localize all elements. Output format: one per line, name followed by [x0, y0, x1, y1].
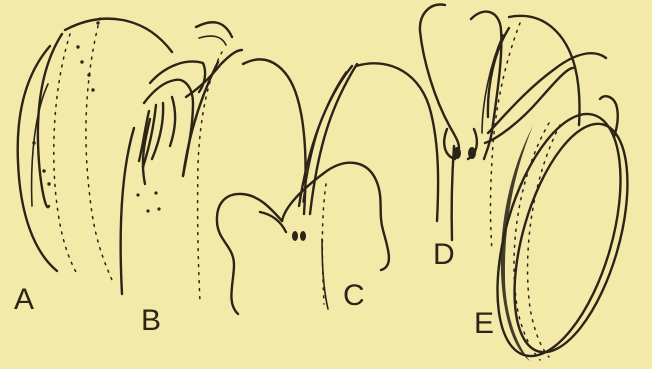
label-b: B [141, 306, 161, 336]
panel-b-drawing [121, 22, 306, 302]
label-c: C [343, 281, 365, 311]
panel-c-drawing [217, 63, 438, 314]
panel-e-drawing [474, 96, 650, 369]
label-d: D [433, 240, 455, 270]
panel-d-drawing [420, 5, 606, 251]
label-e: E [474, 309, 494, 339]
label-a: A [14, 285, 34, 315]
